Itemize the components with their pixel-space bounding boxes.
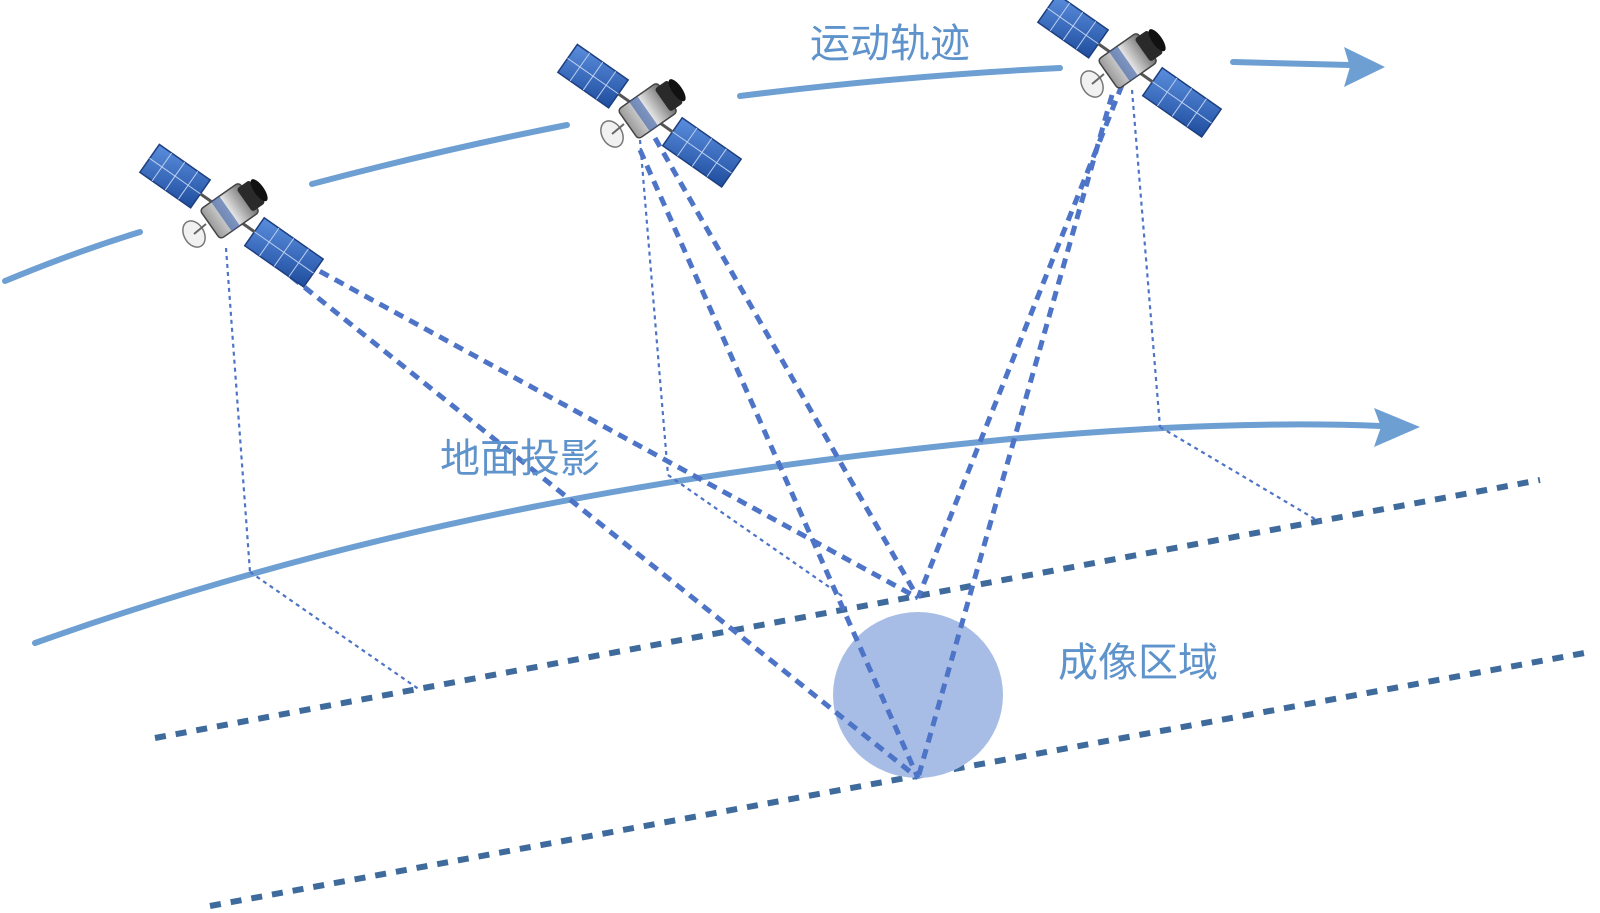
imaging-area (833, 612, 1003, 778)
imaging-area-label: 成像区域 (1058, 640, 1218, 686)
trajectory-arrow-icon (1344, 47, 1385, 87)
projection-arrow-icon (1374, 408, 1420, 447)
ground-swath-lines (154, 477, 1591, 909)
satellite-icon (138, 142, 325, 289)
ground-projection-label: 地面投影 (440, 436, 600, 482)
orbit-trajectory (2, 59, 1353, 284)
imaging-beams (276, 84, 1125, 780)
ground-projection-track (32, 421, 1383, 646)
nadir-drop-lines (224, 89, 1321, 691)
trajectory-label: 运动轨迹 (810, 21, 970, 67)
satellite-icon (1036, 0, 1223, 139)
